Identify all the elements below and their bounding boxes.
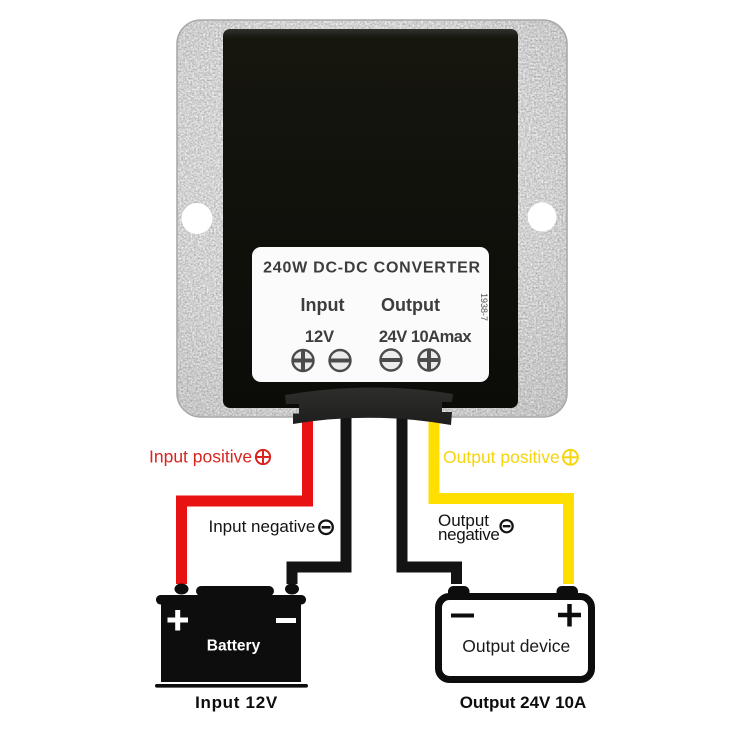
svg-text:Input positive: Input positive [149,447,252,467]
svg-text:1938-7: 1938-7 [479,293,489,321]
svg-text:12V: 12V [305,328,334,346]
svg-text:Output positive: Output positive [443,447,560,467]
svg-text:Output: Output [381,295,440,315]
svg-text:Output: Output [438,511,489,530]
svg-text:Output device: Output device [462,636,570,656]
svg-text:Input 12V: Input 12V [195,693,278,712]
svg-text:240W DC-DC CONVERTER: 240W DC-DC CONVERTER [263,260,481,277]
svg-text:Output 24V 10A: Output 24V 10A [460,693,587,712]
svg-text:Battery: Battery [207,638,261,655]
svg-text:negative: negative [438,525,499,544]
svg-text:Input negative: Input negative [209,517,316,536]
svg-text:Input: Input [301,295,345,315]
svg-text:24V 10Amax: 24V 10Amax [379,328,473,346]
